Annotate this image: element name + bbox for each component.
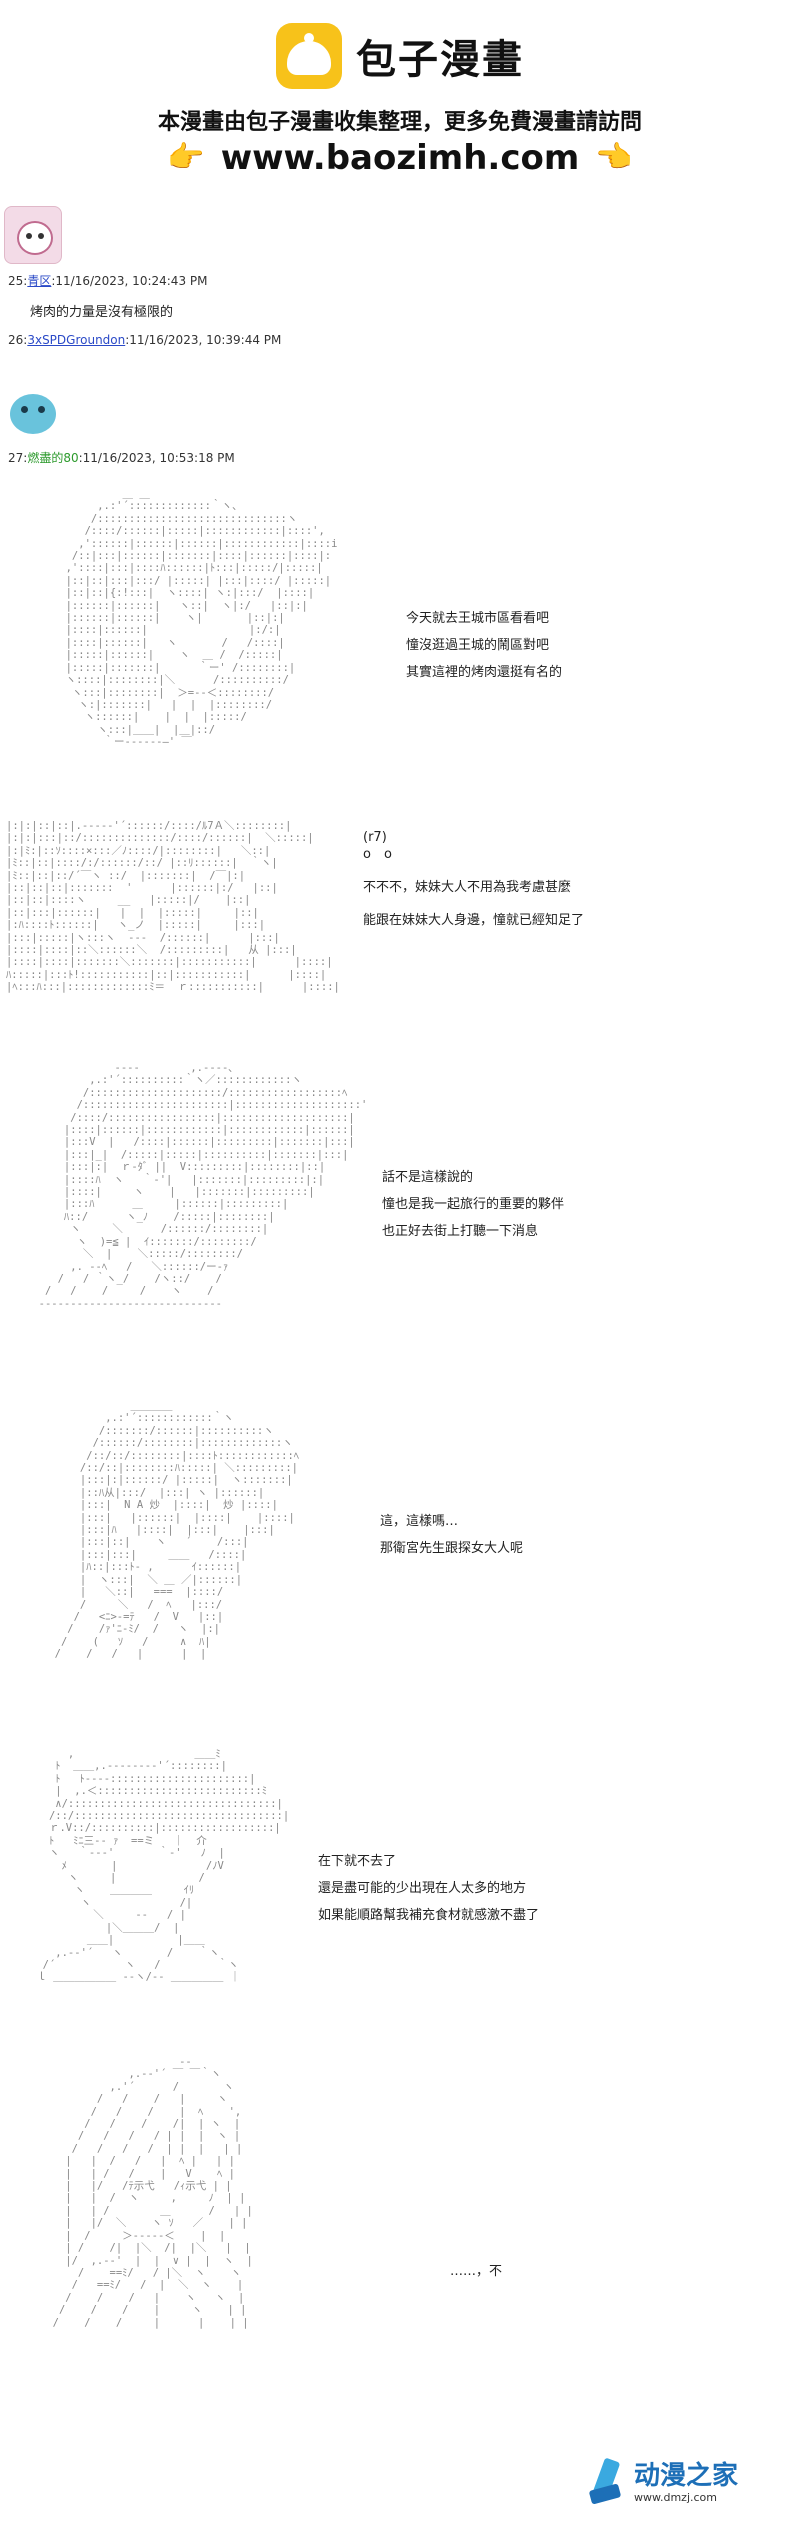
logo-row: 包子漫畫	[0, 18, 800, 94]
dialog-block-6: ……，不	[450, 2258, 502, 2285]
tagline: 本漫畫由包子漫畫收集整理，更多免費漫畫請訪問	[157, 110, 642, 135]
ascii-art-panel-6: ‐‐ ,.-‐'´ ￣ ￣｀ヽ ,.'´ / ヽ / / / | ヽ / / /…	[52, 2056, 253, 2329]
baozi-logo-icon	[276, 23, 342, 89]
avatar-user-27	[6, 384, 62, 440]
dialog-block-3: 話不是這樣說的 憧也是我一起旅行的重要的夥伴 也正好去街上打聽一下消息	[382, 1164, 564, 1245]
ascii-art-panel-1: ＿ ＿ ,.:'´:::::::::::::｀ヽ、 /:::::::::::::…	[65, 488, 338, 749]
post-header-27: 27:燃盡的80:11/16/2023, 10:53:18 PM	[8, 451, 235, 465]
site-header: 包子漫畫 本漫畫由包子漫畫收集整理，更多免費漫畫請訪問 👉 www.baozim…	[0, 0, 800, 190]
dialog-line: 能跟在妹妹大人身邊，憧就已經知足了	[363, 913, 585, 928]
ascii-art-panel-2: |:|:|::|::|.‐‐‐‐‐'´::::::/::::/ﾙ7Ａ＼:::::…	[6, 820, 340, 994]
post-user-link[interactable]: 3xSPDGroundon	[27, 333, 126, 347]
dialog-block-2: (r7) o o 不不不，妹妹大人不用為我考慮甚麼 能跟在妹妹大人身邊，憧就已經…	[363, 824, 584, 934]
post-header-26: 26:3xSPDGroundon:11/16/2023, 10:39:44 PM	[8, 333, 282, 347]
pointing-right-hand-icon: 👉	[167, 140, 205, 175]
dialog-line: 還是盡可能的少出現在人太多的地方	[318, 1881, 527, 1896]
watermark-title: 动漫之家	[634, 2460, 739, 2491]
dialog-line: 如果能順路幫我補充食材就感激不盡了	[318, 1908, 540, 1923]
dmzj-logo-icon	[586, 2457, 626, 2507]
dmzj-watermark: 动漫之家 www.dmzj.com	[586, 2452, 786, 2512]
dialog-line: 話不是這樣說的	[382, 1170, 474, 1185]
dialog-line: 那衛宮先生跟探女大人呢	[380, 1541, 524, 1556]
dialog-line: 在下就不去了	[318, 1854, 397, 1869]
post-user-link[interactable]: 青区	[27, 274, 52, 288]
dialog-line: (r7)	[363, 830, 387, 845]
pointing-left-hand-icon: 👈	[595, 140, 633, 175]
post-timestamp: 11/16/2023, 10:53:18 PM	[82, 451, 235, 465]
logo-title: 包子漫畫	[356, 37, 524, 83]
watermark-url: www.dmzj.com	[634, 2490, 717, 2504]
post-timestamp: 11/16/2023, 10:24:43 PM	[55, 274, 208, 288]
post-timestamp: 11/16/2023, 10:39:44 PM	[129, 333, 282, 347]
dialog-line: o o	[363, 847, 392, 862]
ascii-art-panel-5: , ＿＿ﾐ ﾄ ＿＿,.-‐‐‐‐‐‐‐'´::::::::| ﾄ ﾄ‐‐‐‐:…	[36, 1748, 290, 1984]
site-url-link[interactable]: www.baozimh.com	[220, 138, 580, 178]
ascii-art-panel-3: ‐‐‐‐ ,.-‐‐‐､ ,.:'´::::::::::｀ヽ／:::::::::…	[38, 1062, 368, 1310]
post-body-25: 烤肉的力量是沒有極限的	[30, 305, 174, 320]
dialog-line: 這，這樣嗎…	[380, 1514, 459, 1529]
dialog-line: 憧沒逛過王城的鬧區對吧	[406, 638, 550, 653]
post-user-name: 燃盡的80	[27, 451, 79, 465]
dialog-line: 憧也是我一起旅行的重要的夥伴	[382, 1197, 565, 1212]
dialog-line: 今天就去王城市區看看吧	[406, 611, 550, 626]
dialog-line: 也正好去街上打聽一下消息	[382, 1224, 539, 1239]
post-number: 27	[8, 451, 24, 465]
url-row: 👉 www.baozimh.com 👈	[0, 136, 800, 180]
dialog-block-1: 今天就去王城市區看看吧 憧沒逛過王城的鬧區對吧 其實這裡的烤肉還挺有名的	[406, 605, 562, 686]
ascii-art-panel-4: ＿＿＿＿ ,.:'´::::::::::::｀ヽ /:::::::/::::::…	[54, 1400, 300, 1661]
avatar-user-25	[4, 206, 62, 264]
post-header-25: 25:青区:11/16/2023, 10:24:43 PM	[8, 274, 208, 288]
dialog-line: ……，不	[450, 2264, 503, 2279]
post-number: 26	[8, 333, 24, 347]
dialog-block-5: 在下就不去了 還是盡可能的少出現在人太多的地方 如果能順路幫我補充食材就感激不盡…	[318, 1848, 539, 1929]
post-number: 25	[8, 274, 24, 288]
dialog-line: 不不不，妹妹大人不用為我考慮甚麼	[363, 880, 572, 895]
dialog-line: 其實這裡的烤肉還挺有名的	[406, 665, 563, 680]
dialog-block-4: 這，這樣嗎… 那衛宮先生跟探女大人呢	[380, 1508, 523, 1562]
